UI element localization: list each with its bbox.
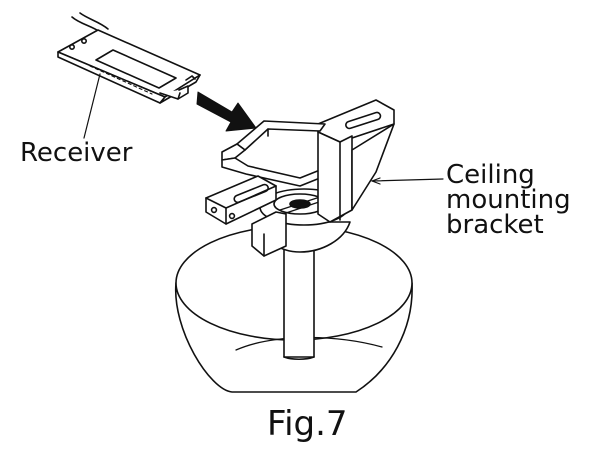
insert-direction-arrow (196, 91, 257, 132)
bracket-screw-hole (228, 212, 236, 220)
receiver-hole (69, 43, 76, 50)
receiver-connector (159, 85, 189, 100)
bracket-slot (233, 183, 269, 204)
bracket-front-wall (221, 157, 321, 187)
figure-caption: Fig.7 (267, 404, 348, 444)
bracket-label-line: bracket (446, 210, 544, 240)
receiver (57, 12, 201, 104)
downrod-shaft (283, 244, 315, 358)
receiver-leader-line (83, 73, 101, 139)
bracket-leader-line (371, 178, 444, 182)
receiver-wire (71, 16, 101, 33)
ceiling-mounting-bracket (205, 99, 395, 257)
bracket-front-arm (205, 175, 277, 225)
receiver-wire (79, 12, 109, 30)
bracket-leader-arrowhead (371, 177, 381, 185)
bracket-screw-hole (210, 206, 218, 214)
receiver-label-window (95, 49, 177, 89)
receiver-label: Receiver (20, 138, 133, 168)
bracket-label-line: mounting (446, 185, 571, 215)
bracket-label-line: Ceiling (446, 160, 535, 190)
ceiling-mounting-bracket-label: Ceiling mounting bracket (446, 160, 571, 240)
bracket-right-post (317, 131, 353, 223)
downrod (283, 244, 315, 361)
bracket-slot (345, 111, 382, 130)
receiver-hole (81, 37, 88, 44)
